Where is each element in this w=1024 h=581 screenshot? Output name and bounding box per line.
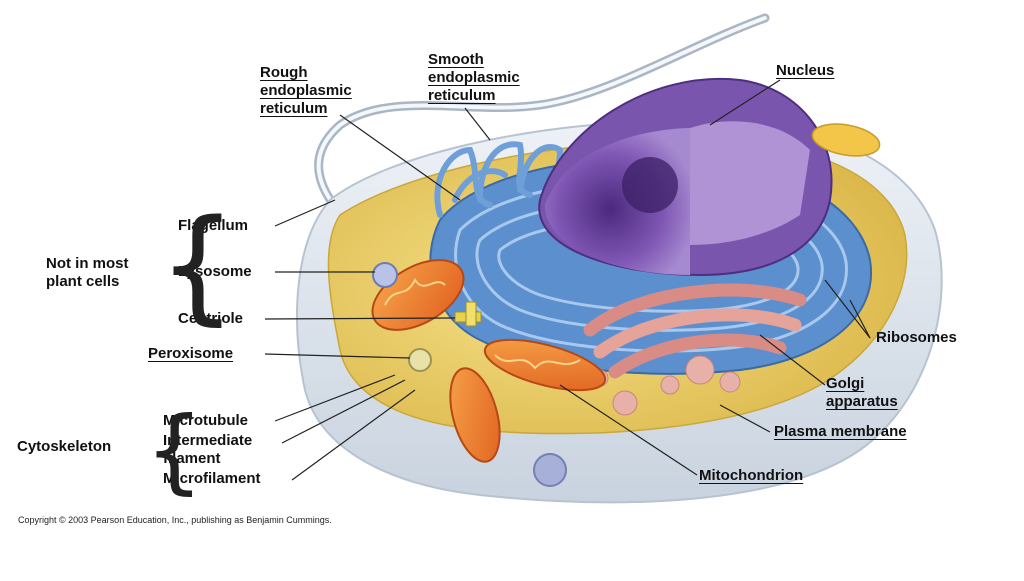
label-intermediate-line2: filament [163, 450, 221, 467]
label-microtubule: Microtubule [163, 412, 248, 429]
label-microfilament: Microfilament [163, 470, 261, 487]
label-peroxisome: Peroxisome [148, 345, 234, 362]
label-mitochondrion: Mitochondrion [699, 467, 804, 484]
group-not-in-plant-line2: plant cells [46, 273, 120, 290]
label-intermediate-line1: Intermediate [163, 432, 253, 449]
group-not-in-plant-line1: Not in most [46, 255, 129, 272]
label-centriole: Centriole [178, 310, 244, 327]
nucleus-shape [538, 77, 833, 277]
label-nucleus: Nucleus [776, 62, 835, 79]
label-smooth-er-line2: endoplasmic [428, 69, 520, 86]
group-cytoskeleton: Cytoskeleton [17, 438, 112, 455]
label-smooth-er-line1: Smooth [428, 51, 484, 68]
vesicle-shape [533, 453, 567, 487]
label-rough-er-line1: Rough [260, 64, 308, 81]
lysosome-shape [372, 262, 398, 288]
copyright-notice: Copyright © 2003 Pearson Education, Inc.… [18, 515, 332, 525]
golgi-shape [583, 283, 807, 379]
label-ribosomes: Ribosomes [876, 329, 957, 346]
label-golgi-line1: Golgi [826, 375, 865, 392]
brace-cytoskeleton: { [145, 397, 204, 504]
label-smooth-er-line3: reticulum [428, 87, 496, 104]
label-plasma-membrane: Plasma membrane [774, 423, 907, 440]
brace-not-in-plant: { [158, 194, 237, 338]
smooth-er-shape [434, 141, 568, 218]
peroxisome-shape [408, 348, 432, 372]
label-golgi-line2: apparatus [826, 393, 898, 410]
label-rough-er-line2: endoplasmic [260, 82, 352, 99]
label-rough-er-line3: reticulum [260, 100, 328, 117]
leader-lines [264, 79, 871, 481]
label-flagellum: Flagellum [178, 217, 249, 234]
label-lysosome: Lysosome [178, 263, 252, 280]
storage-vesicle-shape [811, 123, 881, 157]
centriole-shape [454, 301, 482, 327]
